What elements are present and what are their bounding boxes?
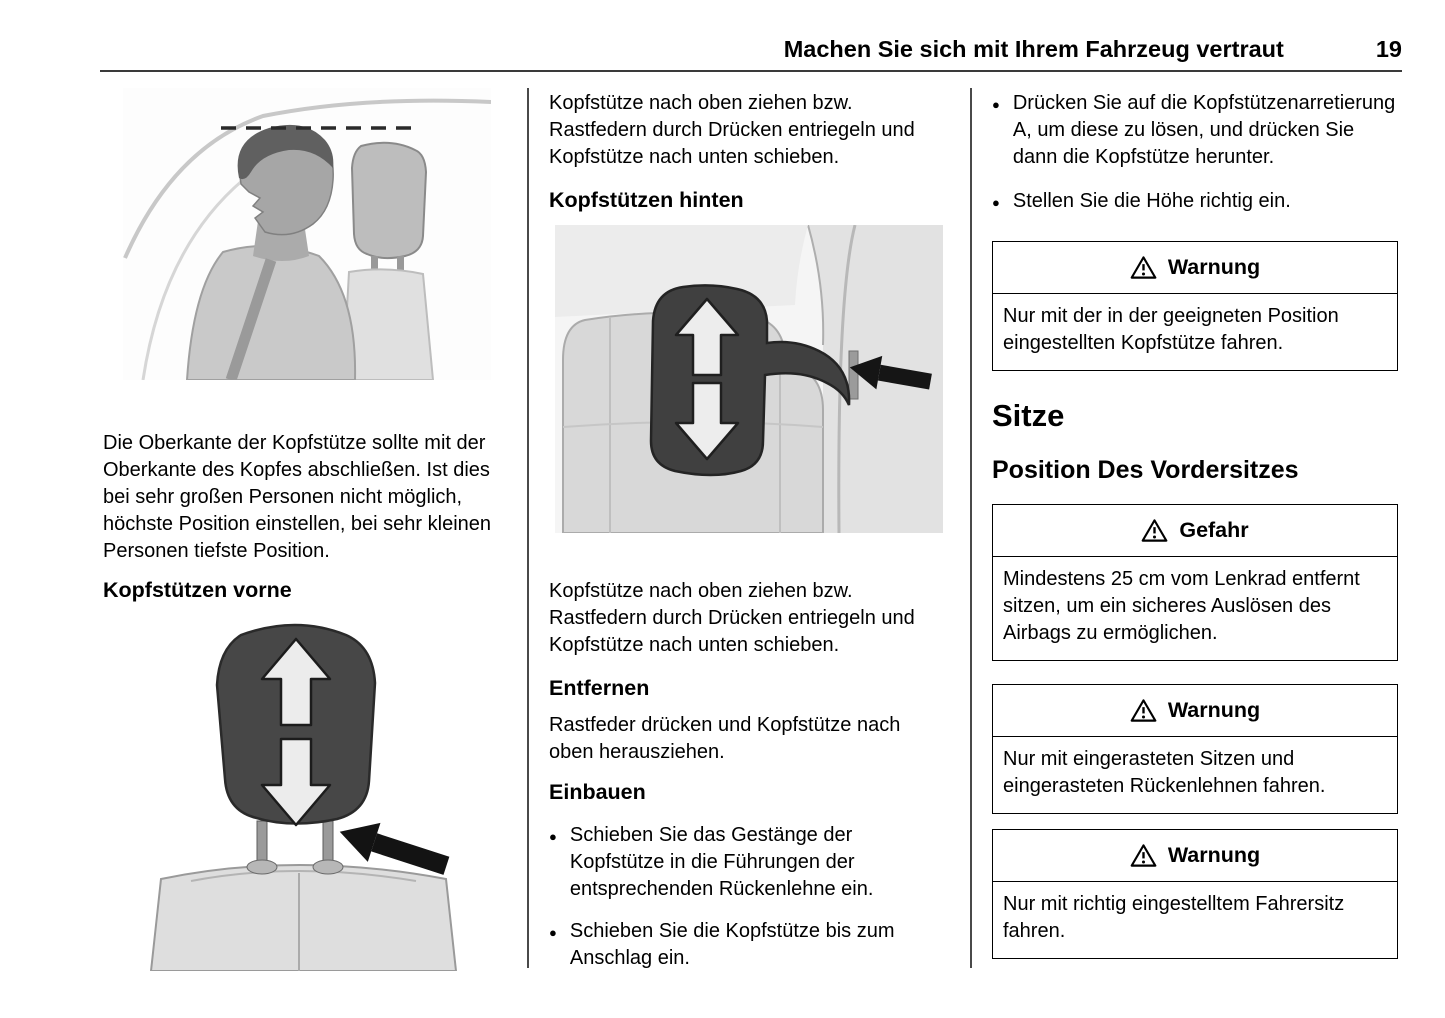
danger-title: Gefahr [1179,518,1249,542]
list-item: ● Schieben Sie das Gestänge der Kopfstüt… [549,822,950,903]
bullet-icon: ● [549,829,557,844]
entfernen-paragraph: Rastfeder drücken und Kopfstütze nach ob… [549,714,901,763]
rear-headrest-paragraph: Kopfstütze nach oben ziehen bzw. Rastfed… [549,580,915,656]
warning-triangle-icon [1141,518,1168,543]
list-item-text: Drücken Sie auf die Kopfstützenarretieru… [1012,92,1396,168]
front-headrest-paragraph: Kopfstütze nach oben ziehen bzw. Rastfed… [549,92,915,168]
list-item-text: Schieben Sie die Kopfstütze bis zum Ansc… [569,920,895,969]
column-left: Die Oberkante der Kopfstütze sollte mit … [103,86,515,976]
warning-title: Warnung [1167,843,1261,867]
warning-triangle-icon [1130,698,1157,723]
column-right: ● Drücken Sie auf die Kopfstützenarretie… [992,86,1398,959]
front-headrest-illustration [131,613,515,976]
warning-triangle-icon [1130,255,1157,280]
danger-body: Mindestens 25 cm vom Lenkrad entfernt si… [1003,568,1360,644]
rear-headrest-drawing [555,224,943,534]
warning-title: Warnung [1167,255,1261,279]
heading-position-vordersitz: Position Des Vordersitzes [992,456,1299,484]
warning-triangle-icon [1130,843,1157,868]
headrest-height-paragraph: Die Oberkante der Kopfstütze sollte mit … [103,432,492,562]
warning-box-header: Warnung [993,830,1397,882]
danger-box-header: Gefahr [993,505,1397,557]
rear-headrest-illustration [555,224,950,538]
headrest-height-illustration [123,88,515,385]
warning-box-header: Warnung [993,685,1397,737]
warning-box-driver-seat: Warnung Nur mit richtig eingestelltem Fa… [992,829,1398,959]
warning-body: Nur mit eingerasteten Sitzen und eingera… [1003,748,1326,797]
warning-title: Warnung [1167,698,1261,722]
heading-entfernen: Entfernen [549,676,650,700]
heading-sitze: Sitze [992,398,1065,433]
headrest-height-drawing [123,88,492,382]
release-arrow [849,355,932,390]
list-item-text: Stellen Sie die Höhe richtig ein. [1012,190,1291,212]
column-middle: Kopfstütze nach oben ziehen bzw. Rastfed… [549,86,950,972]
front-headrest-drawing [149,623,458,972]
column-separator [527,88,529,968]
list-item: ● Drücken Sie auf die Kopfstützenarretie… [992,90,1398,171]
list-item: ● Stellen Sie die Höhe richtig ein. [992,188,1398,215]
warning-box-headrest: Warnung Nur mit der in der geeigneten Po… [992,241,1398,371]
heading-kopfstuetzen-vorne: Kopfstützen vorne [103,578,292,602]
heading-einbauen: Einbauen [549,780,646,804]
bullet-icon: ● [549,925,557,940]
warning-body: Nur mit richtig eingestelltem Fahrersitz… [1003,893,1345,942]
warning-body: Nur mit der in der geeigneten Position e… [1003,305,1339,354]
release-arrow [339,822,450,875]
bullet-icon: ● [992,195,1000,210]
heading-kopfstuetzen-hinten: Kopfstützen hinten [549,188,744,212]
list-item: ● Schieben Sie die Kopfstütze bis zum An… [549,918,950,972]
column-separator [970,88,972,968]
header-rule [100,70,1402,72]
warning-box-seats-engaged: Warnung Nur mit eingerasteten Sitzen und… [992,684,1398,814]
page-number: 19 [1375,36,1402,62]
page-header: Machen Sie sich mit Ihrem Fahrzeug vertr… [100,36,1402,63]
chapter-title: Machen Sie sich mit Ihrem Fahrzeug vertr… [783,36,1284,62]
warning-box-header: Warnung [993,242,1397,294]
danger-box-seat-position: Gefahr Mindestens 25 cm vom Lenkrad entf… [992,504,1398,661]
list-item-text: Schieben Sie das Gestänge der Kopfstütze… [569,824,874,900]
bullet-icon: ● [992,97,1000,112]
